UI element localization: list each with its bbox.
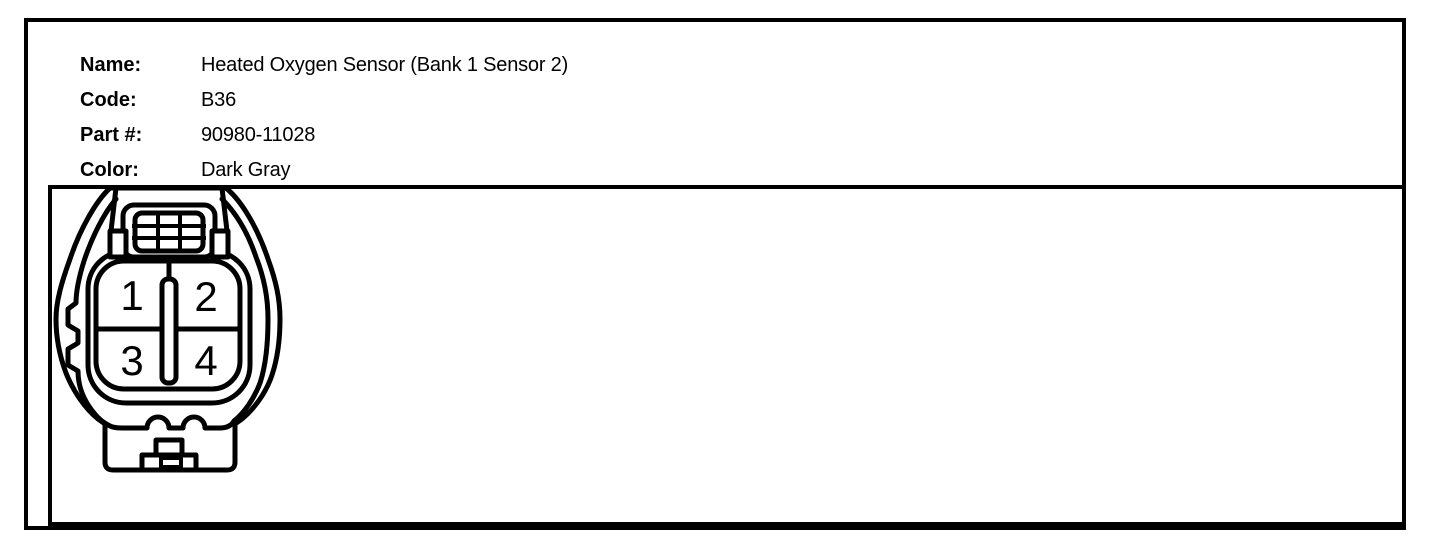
code-value: B36 bbox=[201, 89, 236, 111]
connector-header: Name: Heated Oxygen Sensor (Bank 1 Senso… bbox=[80, 48, 980, 188]
part-number-label: Part #: bbox=[80, 124, 143, 146]
latch-ear-right bbox=[209, 228, 231, 260]
latch-ear-left bbox=[107, 228, 129, 260]
diagram-footer-strip bbox=[48, 488, 1406, 530]
name-value: Heated Oxygen Sensor (Bank 1 Sensor 2) bbox=[201, 54, 569, 76]
connector-pinout-drawing: 1 2 3 4 bbox=[53, 185, 283, 473]
part-number-value: 90980-11028 bbox=[201, 124, 316, 146]
pin-4-label: 4 bbox=[194, 337, 217, 384]
key-slot bbox=[159, 276, 179, 386]
latch-grid-frame bbox=[132, 210, 206, 254]
field-row-part: Part #: 90980-11028 bbox=[80, 118, 980, 153]
latch-recess-line-left bbox=[108, 185, 119, 234]
field-row-name: Name: Heated Oxygen Sensor (Bank 1 Senso… bbox=[80, 48, 980, 83]
field-row-color: Color: Dark Gray bbox=[80, 153, 980, 188]
pin-1-label: 1 bbox=[120, 272, 143, 319]
pin-3-label: 3 bbox=[120, 337, 143, 384]
foot-tab-inner bbox=[159, 456, 183, 469]
name-label: Name: bbox=[80, 54, 142, 76]
connector-inner-outline-notch bbox=[65, 196, 271, 431]
field-row-code: Code: B36 bbox=[80, 83, 980, 118]
pin-2-label: 2 bbox=[194, 273, 217, 320]
code-label: Code: bbox=[80, 89, 137, 111]
color-label: Color: bbox=[80, 159, 139, 181]
connector-diagram-box: 1 2 3 4 bbox=[48, 185, 1406, 492]
color-value: Dark Gray bbox=[201, 159, 291, 181]
latch-recess-line-right bbox=[219, 185, 230, 234]
